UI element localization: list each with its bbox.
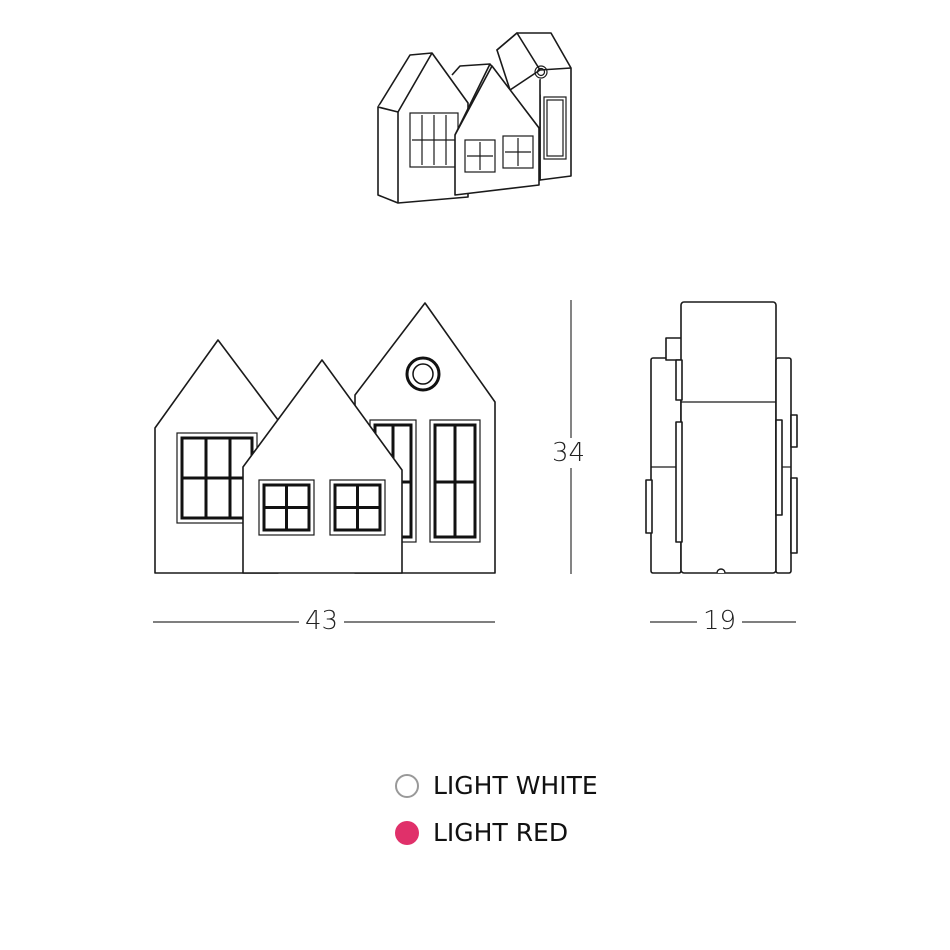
isometric-view (377, 32, 572, 204)
legend-item-light-red: LIGHT RED (395, 818, 568, 847)
side-view (645, 301, 798, 574)
front-view (154, 302, 496, 574)
red-color-dot-icon (395, 820, 419, 845)
depth-label: 19 (697, 606, 743, 636)
white-color-dot-icon (395, 773, 419, 798)
height-label: 34 (546, 438, 592, 468)
legend-label: LIGHT RED (433, 818, 569, 847)
legend-label: LIGHT WHITE (433, 771, 598, 800)
legend-item-light-white: LIGHT WHITE (395, 771, 598, 800)
width-label: 43 (299, 606, 345, 636)
